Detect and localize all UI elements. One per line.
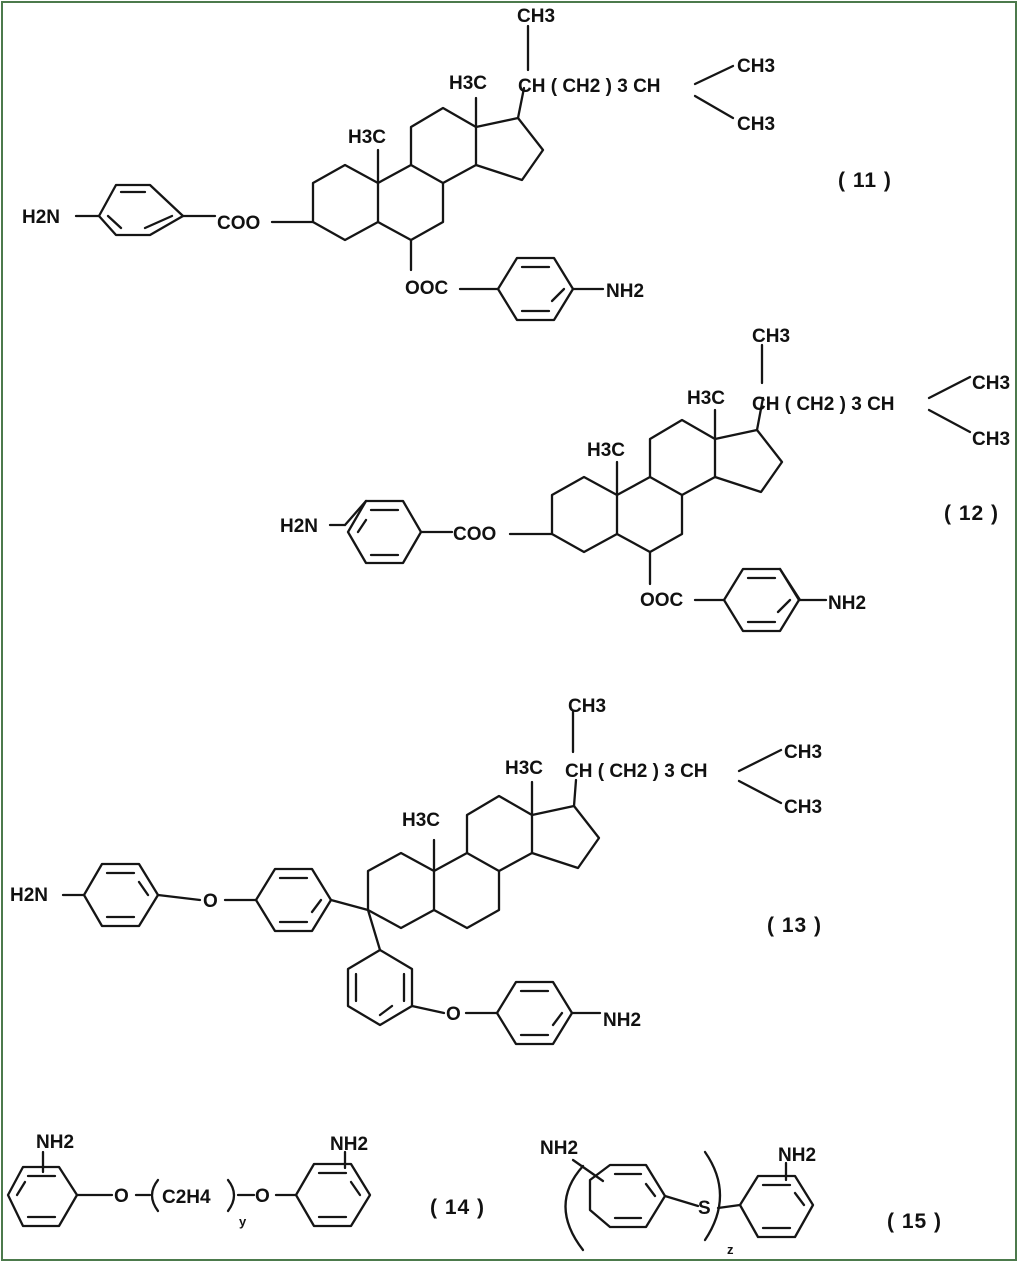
isopropyl-methyl-1-label: CH3 [784,742,822,763]
c10-methyl-label: H3C [587,440,625,461]
side-chain-label: CH ( CH2 ) 3 CH [518,76,661,97]
compound-number-label: ( 13 ) [767,914,822,937]
phenyl-ring-upper [254,867,370,933]
amine-left-label: H2N [22,207,60,228]
c13-methyl-label: H3C [449,73,487,94]
polymer-subscript-label: z [727,1242,734,1257]
aminophenyl-ring-outer [716,1161,815,1239]
aminophenyl-ring-right [274,1150,372,1228]
amine-1-label: NH2 [540,1138,578,1159]
amine-left-label: H2N [280,516,318,537]
steroid-skeleton [366,710,783,930]
amine-right-label: NH2 [603,1010,641,1031]
c10-methyl-label: H3C [348,127,386,148]
amine-1-label: NH2 [36,1132,74,1153]
ester-3-label: COO [217,213,260,234]
top-methyl-label: CH3 [752,326,790,347]
amine-right-label: NH2 [606,281,644,302]
isopropyl-methyl-2-label: CH3 [737,114,775,135]
compound-13-structure: CH3 H3C H3C CH ( CH2 ) 3 CH CH3 CH3 H2N … [10,696,822,1046]
polymer-brackets [564,1150,722,1252]
c10-methyl-label: H3C [402,810,440,831]
ether-oxygen-2-label: O [255,1186,270,1207]
benzoate-ring-right [648,550,828,633]
ether-1-label: O [203,891,218,912]
ether-oxygen-label: O [114,1186,129,1207]
repeat-unit-label: C2H4 [162,1187,211,1208]
isopropyl-methyl-2-label: CH3 [972,429,1010,450]
top-methyl-label: CH3 [568,696,606,717]
compound-number-label: ( 11 ) [838,169,892,192]
compound-number-label: ( 12 ) [944,502,999,525]
compound-11-structure: CH3 H3C H3C CH ( CH2 ) 3 CH CH3 CH3 H2N … [22,6,892,322]
aminophenoxy-ring-left [61,862,258,928]
amine-left-label: H2N [10,885,48,906]
compound-12-structure: CH3 H3C H3C CH ( CH2 ) 3 CH CH3 CH3 H2N … [280,326,1010,633]
amine-2-label: NH2 [778,1145,816,1166]
repeat-subscript-label: y [239,1214,247,1229]
ester-6-label: OOC [640,590,684,611]
steroid-skeleton [550,343,972,554]
compound-15-structure: NH2 NH2 S z ( 15 ) [540,1138,942,1257]
c13-methyl-label: H3C [687,388,725,409]
ester-3-label: COO [453,524,496,545]
steroid-skeleton [311,24,735,242]
compound-number-label: ( 15 ) [887,1210,942,1233]
benzoate-ring-left [74,183,315,237]
benzoate-ring-left [328,499,554,565]
isopropyl-methyl-1-label: CH3 [737,56,775,77]
side-chain-label: CH ( CH2 ) 3 CH [752,394,895,415]
sulfur-label: S [698,1198,711,1219]
isopropyl-methyl-2-label: CH3 [784,797,822,818]
ester-6-label: OOC [405,278,449,299]
isopropyl-methyl-1-label: CH3 [972,373,1010,394]
side-chain-label: CH ( CH2 ) 3 CH [565,761,708,782]
amine-2-label: NH2 [330,1134,368,1155]
aminophenoxy-ring-lower [495,980,602,1046]
c13-methyl-label: H3C [505,758,543,779]
polymethylene-bracket [134,1178,256,1213]
compound-14-structure: NH2 NH2 O C2H4 y O ( 14 ) [6,1132,485,1229]
aminophenyl-ring-left [6,1150,114,1228]
top-methyl-label: CH3 [517,6,555,27]
amine-right-label: NH2 [828,593,866,614]
aminophenyl-ring-inner [571,1158,700,1229]
ether-2-label: O [446,1004,461,1025]
phenyl-ring-lower [346,908,499,1027]
benzoate-ring-right [409,238,605,322]
compound-number-label: ( 14 ) [430,1196,485,1219]
